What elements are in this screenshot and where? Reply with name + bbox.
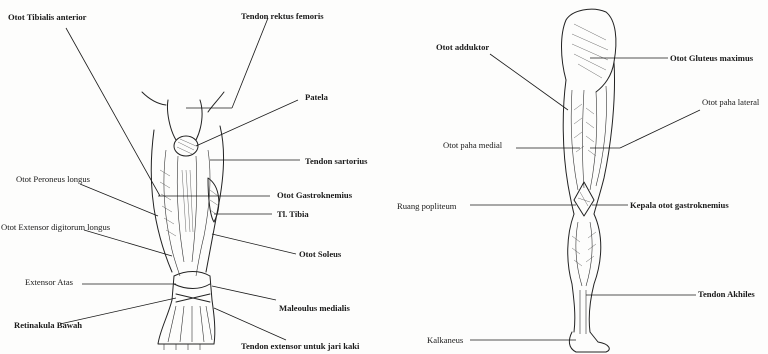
label-gastroknemius: Otot Gastroknemius (277, 190, 353, 200)
label-sartorius: Tendon sartorius (305, 156, 368, 166)
left-leg-drawing (142, 92, 224, 350)
right-leader-lines (470, 54, 700, 340)
label-akhiles: Tendon Akhiles (698, 289, 755, 299)
label-tibia: Tl. Tibia (277, 209, 309, 219)
label-popliteum: Ruang popliteum (397, 201, 457, 211)
label-maleoulus: Maleoulus medialis (279, 303, 351, 313)
label-soleus: Otot Soleus (299, 249, 342, 259)
left-leader-lines (60, 18, 300, 340)
label-gluteus: Otot Gluteus maximus (670, 53, 754, 63)
label-adduktor: Otot adduktor (436, 42, 489, 52)
label-patela: Patela (305, 92, 329, 102)
label-paha-lateral: Otot paha lateral (702, 97, 760, 107)
label-kalkaneus: Kalkaneus (427, 335, 464, 345)
label-kepala-gastro: Kepala otot gastroknemius (630, 200, 729, 210)
label-tibialis-anterior: Otot Tibialis anterior (8, 12, 87, 22)
label-extensor-atas: Extensor Atas (25, 277, 74, 287)
label-extensor-digitorum: Otot Extensor digitorum longus (1, 222, 111, 232)
label-retinakula: Retinakula Bawah (14, 320, 82, 330)
label-peroneus-longus: Otot Peroneus longus (16, 174, 91, 184)
right-leg-drawing (562, 9, 616, 352)
label-tendon-extensor: Tendon extensor untuk jari kaki (241, 341, 360, 351)
label-paha-medial: Otot paha medial (443, 140, 503, 150)
label-rektus-femoris: Tendon rektus femoris (241, 11, 324, 21)
right-labels: Otot adduktor Otot Gluteus maximus Otot … (397, 42, 760, 345)
